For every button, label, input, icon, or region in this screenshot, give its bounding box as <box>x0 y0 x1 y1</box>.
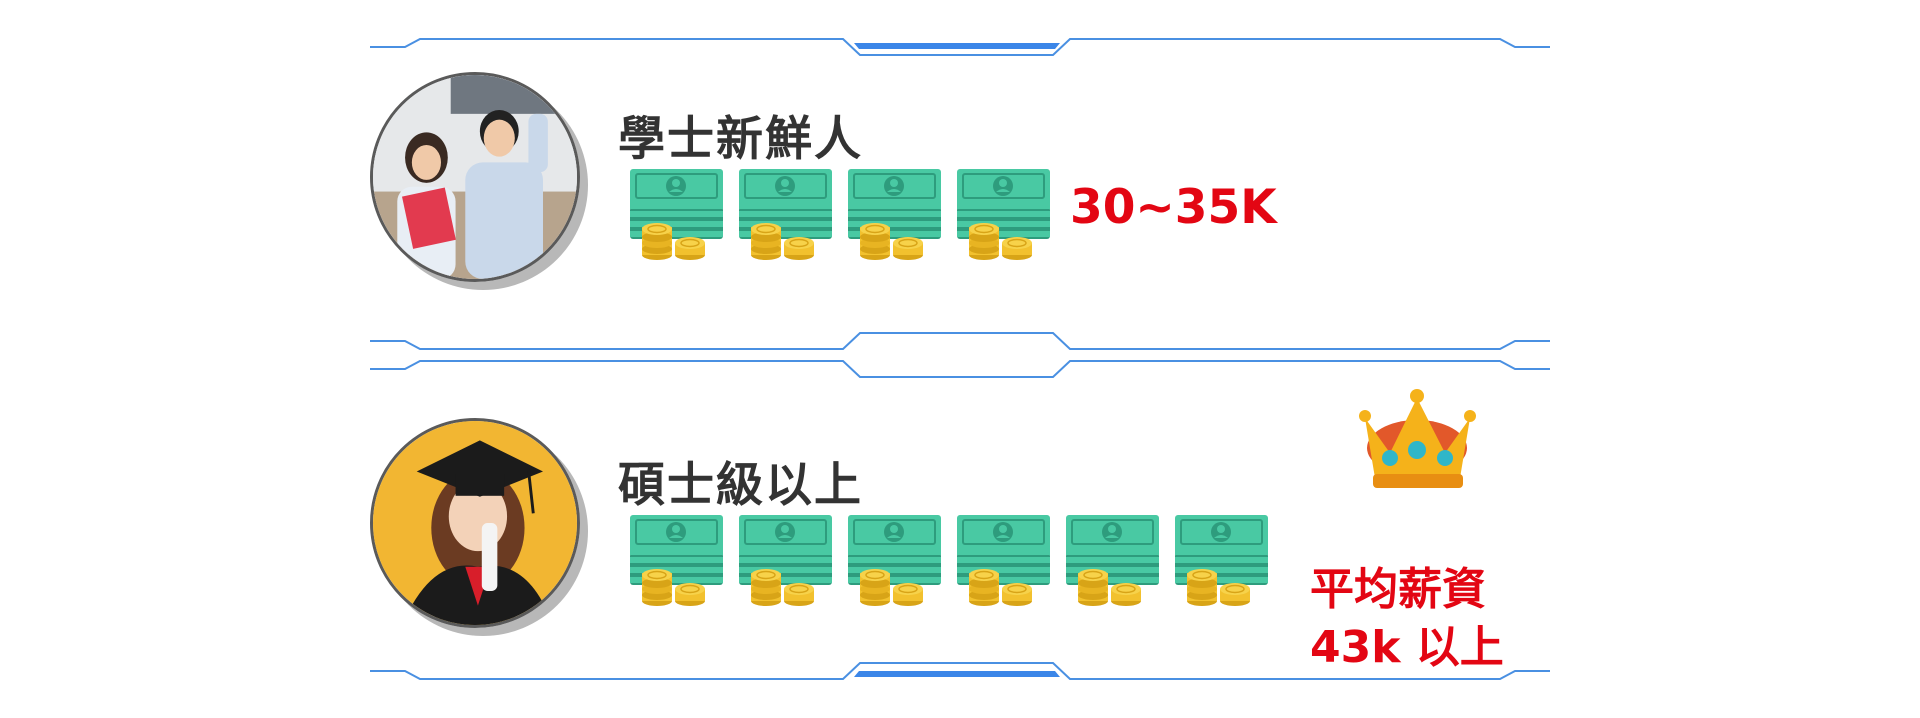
section-title: 碩士級以上 <box>618 458 863 513</box>
top-frame-line <box>370 38 1550 56</box>
crown-icon <box>1355 388 1480 498</box>
section-bachelor: 學士新鮮人 <box>370 72 1550 302</box>
salary-range: 30~35K <box>1070 180 1277 235</box>
money-stack-icon <box>737 513 834 608</box>
money-row <box>628 167 1052 262</box>
money-stack-icon <box>955 167 1052 262</box>
section-title: 學士新鮮人 <box>618 112 863 167</box>
graduates-photo <box>370 72 580 282</box>
money-stack-icon <box>1173 513 1270 608</box>
salary-label: 平均薪資 <box>1310 564 1486 615</box>
money-stack-icon <box>628 167 725 262</box>
money-stack-icon <box>846 513 943 608</box>
divider-frame-line <box>370 332 1550 378</box>
money-row <box>628 513 1270 608</box>
salary-value: 43k 以上 <box>1310 622 1504 673</box>
money-stack-icon <box>737 167 834 262</box>
graduate-cap-photo <box>370 418 580 628</box>
section-master: 碩士級以上 <box>370 389 1550 673</box>
bottom-frame-line <box>370 662 1550 680</box>
money-stack-icon <box>628 513 725 608</box>
money-stack-icon <box>955 513 1052 608</box>
money-stack-icon <box>846 167 943 262</box>
average-salary: 平均薪資 43k 以上 <box>1310 561 1504 677</box>
money-stack-icon <box>1064 513 1161 608</box>
